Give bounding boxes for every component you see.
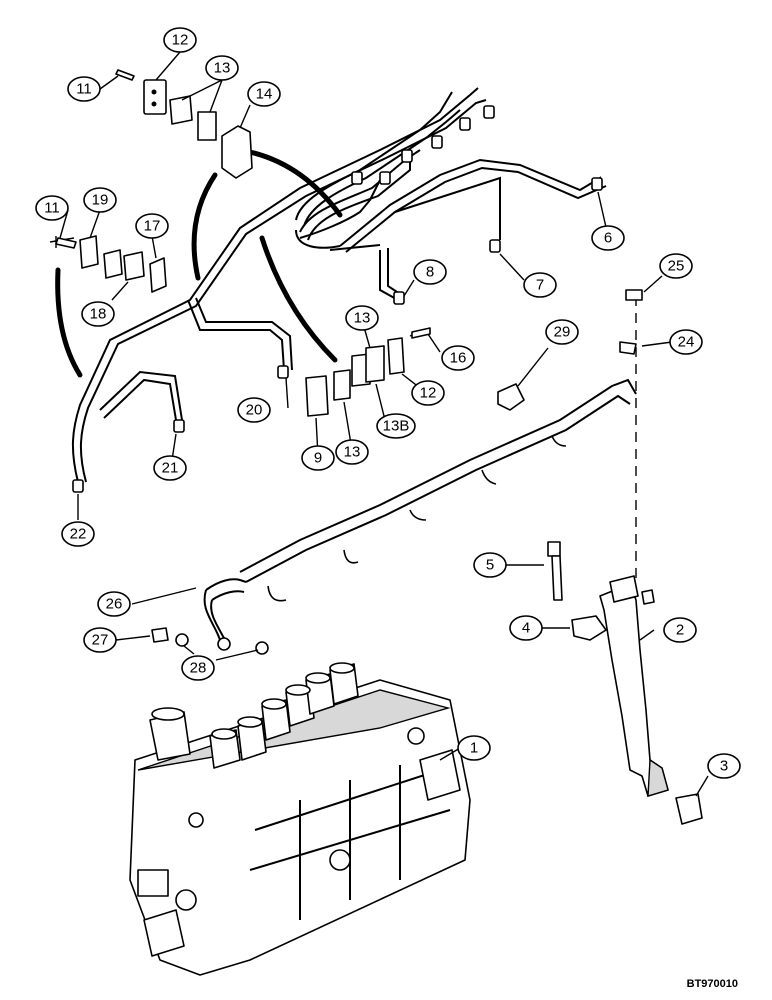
clamp-parts <box>49 79 525 417</box>
callout-7: 7 <box>523 272 557 298</box>
callout-label: 29 <box>554 324 571 341</box>
callout-1: 1 <box>457 735 491 761</box>
callout-label: 7 <box>536 277 544 294</box>
callout-label: 11 <box>44 200 60 217</box>
callout-label: 20 <box>246 402 263 419</box>
callout-12a: 12 <box>163 27 197 53</box>
callout-label: 13 <box>354 310 371 327</box>
callout-label: 28 <box>190 660 207 677</box>
callout-11a: 11 <box>67 76 101 102</box>
callout-4: 4 <box>509 615 543 641</box>
callout-20: 20 <box>237 397 271 423</box>
callout-label: 19 <box>92 192 109 209</box>
callout-22: 22 <box>61 521 95 547</box>
return-line <box>203 378 637 643</box>
callout-14: 14 <box>247 81 281 107</box>
line-fittings <box>72 105 603 493</box>
callout-label: 21 <box>162 460 179 477</box>
callout-label: 22 <box>70 526 87 543</box>
callout-label: 13B <box>383 418 410 435</box>
callout-label: 16 <box>450 350 467 367</box>
callout-28: 28 <box>181 655 215 681</box>
callout-label: 4 <box>522 620 530 637</box>
callout-24: 24 <box>669 329 703 355</box>
grouping-arcs <box>55 147 343 378</box>
callout-label: 3 <box>720 758 728 775</box>
callout-3: 3 <box>707 753 741 779</box>
callout-label: 6 <box>604 230 612 247</box>
callout-13c: 13 <box>335 439 369 465</box>
callout-13a: 13 <box>205 55 239 81</box>
callout-label: 24 <box>678 334 695 351</box>
callout-13b: 13 <box>345 305 379 331</box>
callout-2: 2 <box>663 617 697 643</box>
callout-18: 18 <box>81 301 115 327</box>
callout-16: 16 <box>441 345 475 371</box>
callout-label: 25 <box>668 258 685 275</box>
callout-25: 25 <box>659 253 693 279</box>
callout-label: 5 <box>486 557 494 574</box>
callout-label: 8 <box>426 264 434 281</box>
callout-label: 12 <box>172 32 189 49</box>
injection-lines <box>71 87 607 483</box>
callout-label: 9 <box>314 450 322 467</box>
reference-code: BT970010 <box>686 978 738 990</box>
leader-lines <box>59 51 709 797</box>
callout-label: 2 <box>676 622 684 639</box>
callout-21: 21 <box>153 455 187 481</box>
callout-27: 27 <box>83 627 117 653</box>
injector-part <box>599 575 703 825</box>
callout-label: 17 <box>144 218 161 235</box>
callout-label: 13 <box>214 60 231 77</box>
callout-29: 29 <box>545 319 579 345</box>
callout-12b: 12 <box>411 380 445 406</box>
callout-5: 5 <box>473 552 507 578</box>
callout-9: 9 <box>301 445 335 471</box>
callout-26: 26 <box>97 591 131 617</box>
callout-8: 8 <box>413 259 447 285</box>
callout-label: 1 <box>470 740 478 757</box>
callout-6: 6 <box>591 225 625 251</box>
injection-pump <box>129 662 471 976</box>
callout-17: 17 <box>135 213 169 239</box>
callout-label: 13 <box>344 444 361 461</box>
callout-13B: 13B <box>376 413 416 439</box>
callout-label: 11 <box>76 81 92 98</box>
callout-11b: 11 <box>35 195 69 221</box>
callout-label: 18 <box>90 306 107 323</box>
callout-label: 12 <box>420 385 437 402</box>
callout-label: 26 <box>106 596 123 613</box>
hardware <box>55 69 643 655</box>
callout-19: 19 <box>83 187 117 213</box>
callout-label: 14 <box>256 86 273 103</box>
callout-label: 27 <box>92 632 109 649</box>
